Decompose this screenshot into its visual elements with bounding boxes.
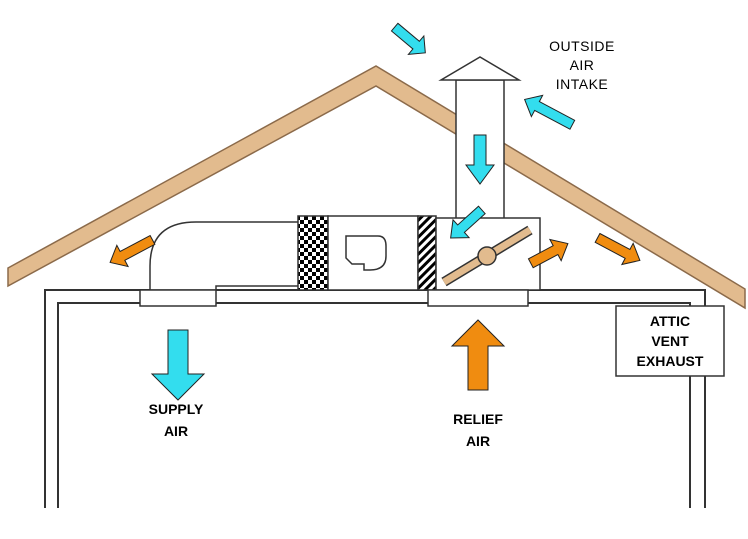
roof (7, 65, 746, 310)
svg-text:AIR: AIR (466, 433, 490, 449)
damper (441, 225, 533, 287)
attic-exhaust-arrow-right (594, 232, 641, 266)
house-inner-outline (57, 302, 691, 508)
svg-text:VENT: VENT (651, 333, 689, 349)
supply-duct-elbow (149, 221, 301, 291)
svg-text:SUPPLY: SUPPLY (149, 401, 204, 417)
svg-text:OUTSIDE: OUTSIDE (549, 38, 615, 54)
house-outline (44, 289, 706, 508)
supply-filter (297, 215, 329, 291)
intake-arrow-box (450, 205, 486, 239)
fan-icon (345, 235, 387, 271)
relief-out-arrow (527, 238, 569, 269)
svg-text:RELIEF: RELIEF (453, 411, 503, 427)
supply-air-arrow (150, 329, 206, 401)
attic-vent-label: ATTIC VENT EXHAUST (637, 313, 704, 369)
intake-arrow-top (390, 22, 426, 55)
relief-air-arrow (450, 319, 506, 391)
intake-filter (417, 215, 437, 291)
intake-arrow-stack (465, 134, 495, 185)
relief-grille (427, 289, 529, 307)
supply-diffuser (139, 289, 217, 307)
intake-arrow-side (523, 94, 576, 130)
svg-text:AIR: AIR (164, 423, 188, 439)
svg-text:EXHAUST: EXHAUST (637, 353, 704, 369)
attic-vent-box (615, 305, 725, 377)
supply-air-label: SUPPLY AIR (149, 401, 204, 439)
svg-text:INTAKE: INTAKE (556, 76, 609, 92)
relief-air-label: RELIEF AIR (453, 411, 503, 449)
svg-text:ATTIC: ATTIC (650, 313, 690, 329)
outside-air-label: OUTSIDE AIR INTAKE (549, 38, 615, 92)
attic-exhaust-arrow-left (109, 234, 156, 268)
svg-text:AIR: AIR (570, 57, 595, 73)
